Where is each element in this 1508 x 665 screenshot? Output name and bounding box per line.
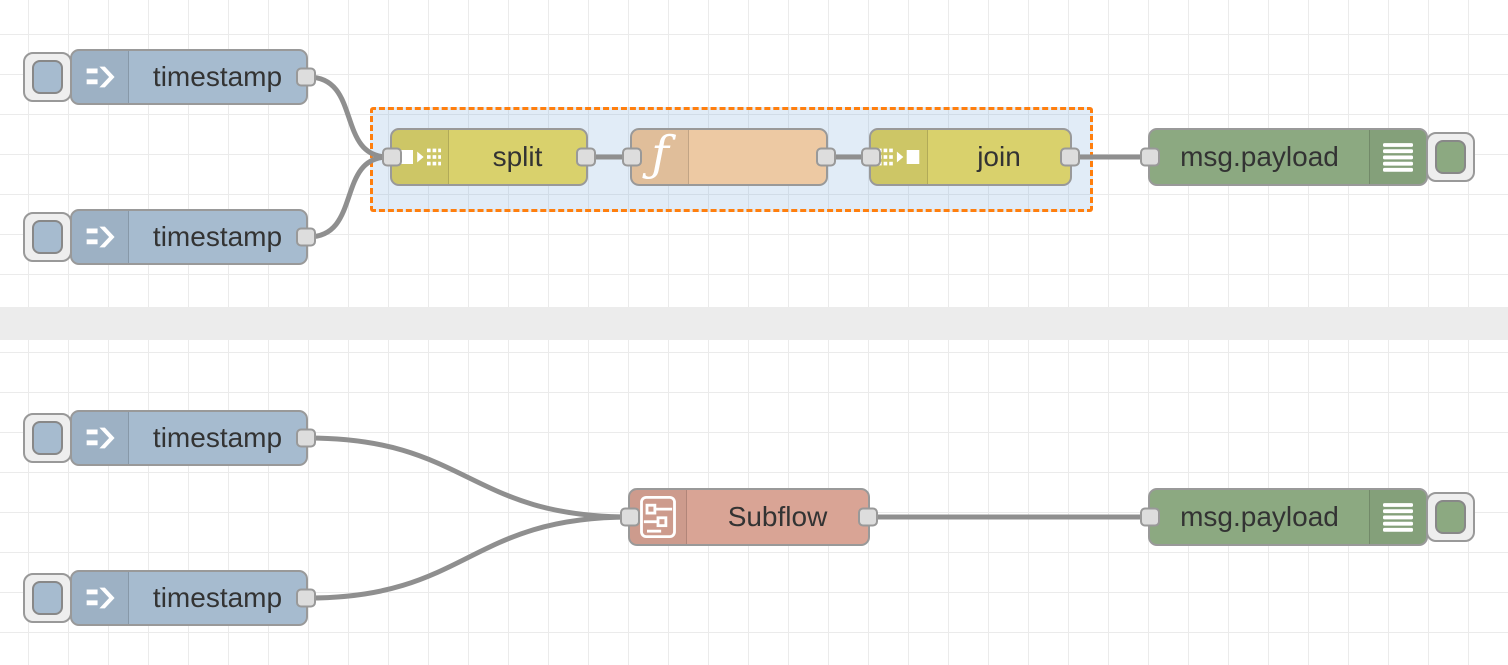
debug-node-top[interactable]: msg.payload (1140, 128, 1475, 186)
inject-run-button[interactable] (23, 212, 72, 262)
debug-list-icon (1369, 490, 1426, 544)
inject-node-bottom-2[interactable]: timestamp (23, 570, 316, 626)
node-label: Subflow (727, 501, 828, 532)
inject-arrow-icon (72, 211, 129, 263)
node-label: timestamp (152, 422, 283, 453)
node-label: msg.payload (1180, 141, 1339, 172)
inject-arrow-icon (72, 412, 129, 464)
input-port[interactable] (382, 147, 402, 167)
inject-button-square (32, 581, 63, 615)
inject-node-bottom-1[interactable]: timestamp (23, 410, 316, 466)
inject-run-button[interactable] (23, 573, 72, 623)
inject-button-square (32, 60, 63, 94)
output-port[interactable] (816, 147, 836, 167)
debug-button-square (1435, 140, 1466, 174)
input-port[interactable] (1140, 507, 1160, 527)
output-port[interactable] (858, 507, 878, 527)
debug-button-square (1435, 500, 1466, 534)
node-label: timestamp (152, 582, 283, 613)
output-port[interactable] (296, 428, 316, 448)
function-node[interactable]: ƒ (622, 128, 836, 186)
input-port[interactable] (622, 147, 642, 167)
node-label: timestamp (152, 61, 283, 92)
subflow-node[interactable]: Subflow (620, 488, 878, 546)
debug-toggle-button[interactable] (1426, 132, 1475, 182)
inject-run-button[interactable] (23, 52, 72, 102)
node-label (689, 130, 826, 184)
output-port[interactable] (296, 588, 316, 608)
inject-run-button[interactable] (23, 413, 72, 463)
output-port[interactable] (576, 147, 596, 167)
section-divider (0, 307, 1508, 340)
node-label: split (492, 141, 543, 172)
inject-button-square (32, 421, 63, 455)
node-label: msg.payload (1180, 501, 1339, 532)
join-node[interactable]: join (861, 128, 1080, 186)
node-label: join (977, 141, 1021, 172)
node-label: timestamp (152, 221, 283, 252)
debug-node-bottom[interactable]: msg.payload (1140, 488, 1475, 546)
inject-node-top-2[interactable]: timestamp (23, 209, 316, 265)
output-port[interactable] (296, 67, 316, 87)
split-node[interactable]: split (382, 128, 596, 186)
output-port[interactable] (1060, 147, 1080, 167)
inject-button-square (32, 220, 63, 254)
debug-list-icon (1369, 130, 1426, 184)
debug-toggle-button[interactable] (1426, 492, 1475, 542)
inject-node-top-1[interactable]: timestamp (23, 49, 316, 105)
input-port[interactable] (620, 507, 640, 527)
input-port[interactable] (861, 147, 881, 167)
inject-arrow-icon (72, 572, 129, 624)
output-port[interactable] (296, 227, 316, 247)
inject-arrow-icon (72, 51, 129, 103)
input-port[interactable] (1140, 147, 1160, 167)
